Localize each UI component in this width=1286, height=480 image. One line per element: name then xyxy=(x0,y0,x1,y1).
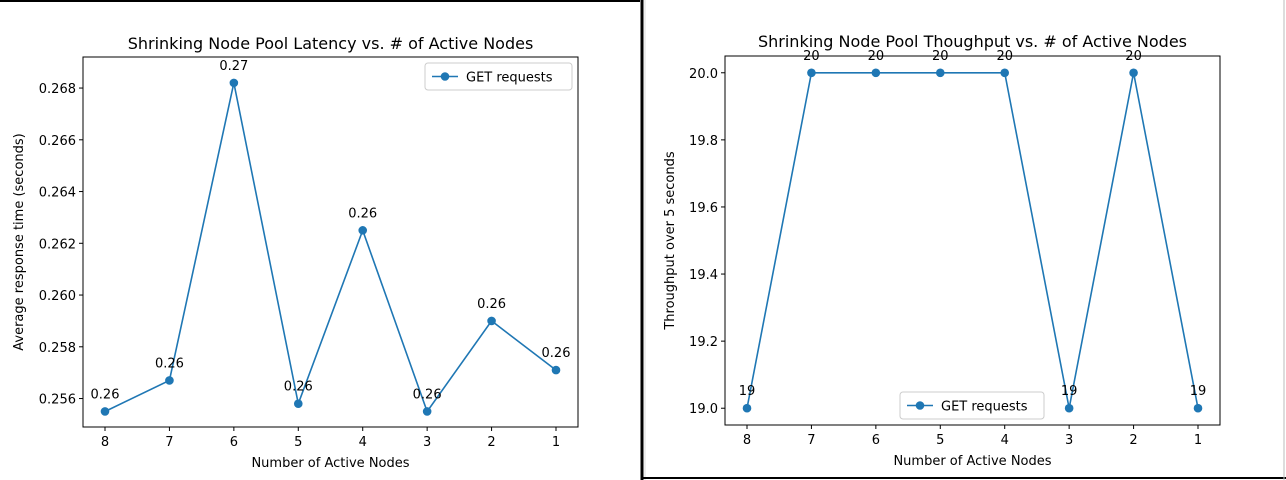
x-tick-label: 1 xyxy=(552,435,560,450)
legend-label: GET requests xyxy=(941,400,1028,415)
data-label: 0.26 xyxy=(155,356,184,371)
y-tick-label: 0.266 xyxy=(39,134,76,149)
data-label: 20 xyxy=(868,49,885,64)
data-label: 0.26 xyxy=(477,297,506,312)
x-tick-label: 8 xyxy=(101,435,109,450)
plot-area-frame xyxy=(724,55,1221,426)
data-point xyxy=(229,78,239,88)
y-tick-label: 19.2 xyxy=(689,335,718,350)
data-point xyxy=(293,399,303,409)
data-label: 19 xyxy=(1061,384,1078,399)
data-label: 20 xyxy=(932,49,949,64)
data-label: 19 xyxy=(1190,384,1207,399)
x-tick-label: 6 xyxy=(872,433,880,448)
y-tick-label: 19.8 xyxy=(689,134,718,149)
x-tick-label: 4 xyxy=(1001,433,1009,448)
data-label: 0.26 xyxy=(91,387,120,402)
x-tick-label: 4 xyxy=(359,435,367,450)
data-point xyxy=(871,68,881,78)
data-point xyxy=(1193,403,1203,413)
series-line xyxy=(104,82,557,414)
y-tick-label: 0.258 xyxy=(39,341,76,356)
x-tick-label: 5 xyxy=(936,433,944,448)
data-point xyxy=(165,376,174,385)
data-point xyxy=(487,316,496,326)
x-tick-label: 5 xyxy=(294,435,302,450)
y-tick-label: 20.0 xyxy=(689,67,718,82)
data-point xyxy=(422,407,432,416)
y-axis-label: Throughput over 5 seconds xyxy=(663,151,678,331)
x-tick-label: 2 xyxy=(487,435,495,450)
data-point xyxy=(935,68,945,78)
y-tick-label: 19.0 xyxy=(689,402,718,417)
data-point xyxy=(1129,68,1138,78)
data-label: 20 xyxy=(996,49,1013,64)
data-label: 0.26 xyxy=(413,387,442,402)
data-point xyxy=(358,226,368,235)
y-tick-label: 0.264 xyxy=(39,186,76,201)
data-label: 20 xyxy=(803,49,820,64)
data-point xyxy=(1064,403,1074,413)
chart-title: Shrinking Node Pool Thoughput vs. # of A… xyxy=(758,32,1187,51)
legend-box xyxy=(899,391,1045,420)
legend-label: GET requests xyxy=(466,71,553,86)
x-tick-label: 7 xyxy=(807,433,815,448)
plot-area-frame xyxy=(82,56,579,428)
x-tick-label: 8 xyxy=(743,433,751,448)
data-label: 0.27 xyxy=(219,59,248,74)
data-point xyxy=(1000,68,1010,78)
chart-title: Shrinking Node Pool Latency vs. # of Act… xyxy=(128,34,534,53)
y-tick-label: 0.260 xyxy=(39,289,76,304)
data-label: 20 xyxy=(1125,49,1142,64)
y-tick-label: 19.6 xyxy=(689,201,718,216)
legend: GET requests xyxy=(424,62,573,91)
x-axis-label: Number of Active Nodes xyxy=(893,454,1051,469)
x-tick-label: 1 xyxy=(1194,433,1202,448)
data-label: 0.26 xyxy=(348,206,377,221)
x-tick-label: 2 xyxy=(1129,433,1137,448)
data-point xyxy=(807,68,816,78)
legend-box xyxy=(424,62,573,91)
x-tick-label: 3 xyxy=(423,435,431,450)
y-tick-label: 0.268 xyxy=(39,82,76,97)
data-point xyxy=(742,403,752,413)
y-tick-label: 19.4 xyxy=(689,268,718,283)
latency-chart: Shrinking Node Pool Latency vs. # of Act… xyxy=(12,34,579,471)
y-tick-label: 0.262 xyxy=(39,237,76,252)
x-tick-label: 7 xyxy=(165,435,173,450)
throughput-chart: Shrinking Node Pool Thoughput vs. # of A… xyxy=(663,32,1221,469)
legend-marker-swatch xyxy=(440,72,450,81)
x-tick-label: 3 xyxy=(1065,433,1073,448)
series-line xyxy=(746,71,1199,409)
data-label: 0.26 xyxy=(284,380,313,395)
legend: GET requests xyxy=(899,391,1045,420)
legend-marker-swatch xyxy=(915,401,925,410)
data-label: 0.26 xyxy=(542,346,571,361)
y-axis-label: Average response time (seconds) xyxy=(12,133,27,350)
x-tick-label: 6 xyxy=(230,435,238,450)
x-axis-label: Number of Active Nodes xyxy=(251,456,409,471)
data-point xyxy=(100,407,110,416)
y-tick-label: 0.256 xyxy=(39,393,76,408)
data-label: 19 xyxy=(739,384,756,399)
data-point xyxy=(551,365,561,375)
